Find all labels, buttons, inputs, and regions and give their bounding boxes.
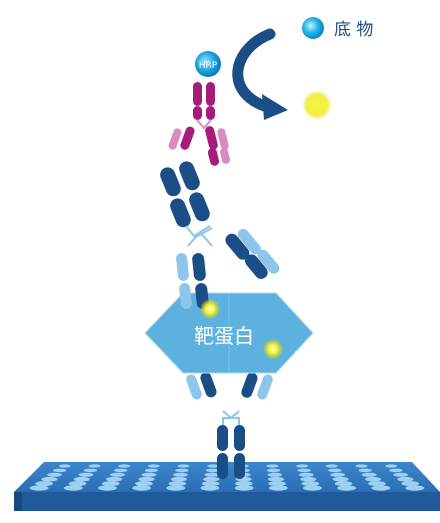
plate-well — [385, 464, 397, 467]
plate-well — [299, 473, 314, 477]
plate-well — [368, 481, 386, 486]
plate-well — [173, 473, 188, 477]
plate-well — [356, 464, 368, 467]
plate-well — [362, 473, 377, 477]
plate-well — [326, 464, 338, 467]
plate-well — [114, 469, 127, 473]
plate-well — [69, 481, 87, 486]
plate-well — [330, 473, 345, 477]
plate-well — [64, 485, 83, 490]
plate-well — [138, 477, 154, 482]
hrp-label: HRP — [199, 61, 218, 71]
plate-well — [268, 477, 284, 482]
plate-well — [397, 477, 413, 482]
plate-front-edge — [14, 492, 440, 511]
plate-well — [106, 477, 122, 482]
target-protein: 靶蛋白 — [145, 293, 313, 373]
plate-well — [41, 477, 57, 482]
plate-well — [337, 485, 356, 490]
plate-well — [84, 469, 97, 473]
plate-well — [145, 469, 158, 473]
plate-well — [110, 473, 125, 477]
plate-well — [53, 469, 66, 473]
plate-well — [300, 477, 316, 482]
plate-well — [235, 485, 254, 490]
plate-well — [89, 464, 101, 467]
plate-well — [79, 473, 94, 477]
plate-well — [267, 464, 279, 467]
plate-well — [135, 481, 153, 486]
plate-well — [393, 473, 408, 477]
substrate-label: 底 物 — [334, 20, 373, 40]
plate-well — [142, 473, 157, 477]
substrate-sphere — [302, 17, 324, 39]
plate-well — [74, 477, 90, 482]
plate-well — [59, 464, 71, 467]
plate-well — [267, 473, 282, 477]
colored-product — [302, 90, 332, 120]
plate-well — [328, 469, 341, 473]
plate-well — [98, 485, 117, 490]
plate-well — [302, 481, 320, 486]
plate-well — [175, 469, 188, 473]
plate-well — [132, 485, 151, 490]
plate-well — [178, 464, 190, 467]
plate-well — [371, 485, 390, 490]
plate-well — [298, 469, 311, 473]
plate-well — [166, 485, 185, 490]
plate-well — [203, 477, 219, 482]
plate-well — [171, 477, 187, 482]
reaction-arrow — [238, 34, 288, 120]
plate-well — [365, 477, 381, 482]
hrp-antibody — [167, 82, 230, 167]
plate-well — [389, 469, 402, 473]
plate-well — [359, 469, 372, 473]
plate-well — [335, 481, 353, 486]
plate-well — [148, 464, 160, 467]
secondary-antibody-fc — [158, 159, 212, 236]
plate-well — [269, 485, 288, 490]
substrate: 底 物 — [302, 17, 373, 40]
plate-well — [200, 485, 219, 490]
plate-well — [296, 464, 308, 467]
plate-well — [47, 473, 62, 477]
plate-well — [405, 485, 424, 490]
plate-well — [118, 464, 130, 467]
plate-side-edge — [14, 492, 22, 511]
plate-well — [267, 469, 280, 473]
plate-well — [30, 485, 49, 490]
plate-well — [102, 481, 120, 486]
plate-well — [303, 485, 322, 490]
plate-well — [333, 477, 349, 482]
target-protein-label: 靶蛋白 — [194, 324, 254, 348]
hrp-enzyme: HRP — [195, 51, 221, 77]
